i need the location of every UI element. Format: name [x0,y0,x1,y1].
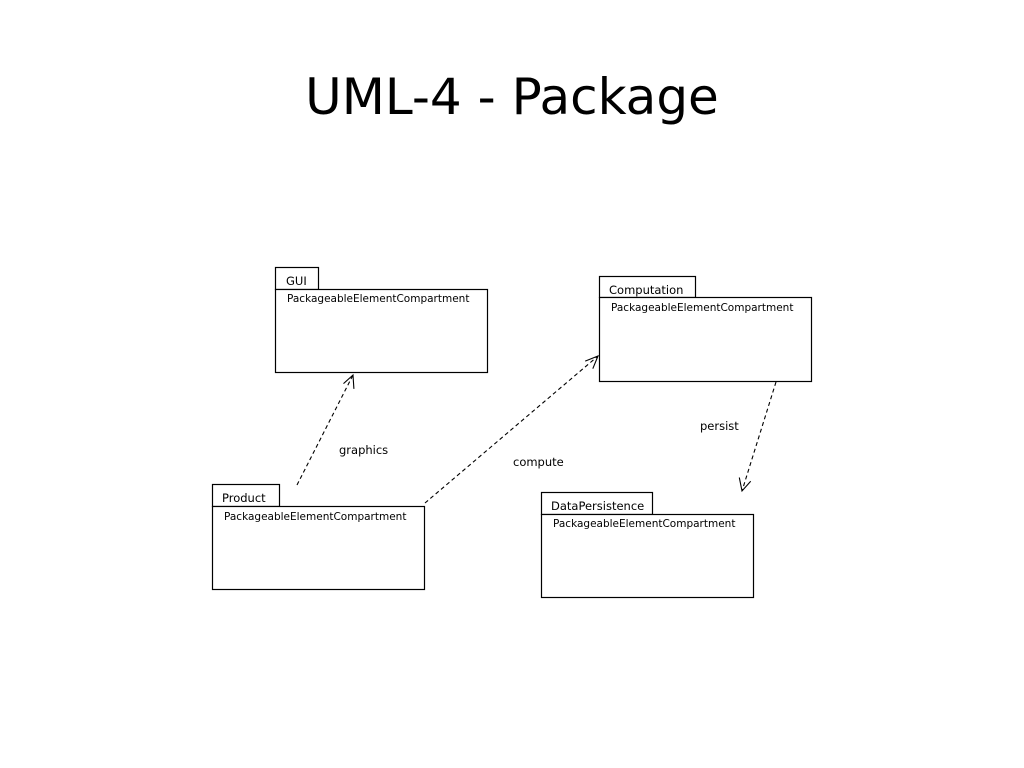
package-data-persistence-body [540,513,755,599]
package-data-persistence-name: DataPersistence [551,499,644,513]
dependency-compute-arrowhead [584,355,599,369]
package-gui-name: GUI [286,274,307,288]
package-computation-compartment: PackageableElementCompartment [611,302,793,314]
package-gui-compartment: PackageableElementCompartment [287,293,469,305]
package-data-persistence-compartment: PackageableElementCompartment [553,518,735,530]
dependency-compute-label: compute [513,455,564,469]
slide-title: UML-4 - Package [305,68,719,126]
dependency-persist[interactable]: persist [700,381,777,493]
package-product-compartment: PackageableElementCompartment [224,511,406,523]
dependency-graphics-arrowhead [343,373,355,389]
dependency-persist-line [741,381,777,492]
dependency-graphics[interactable]: graphics [296,373,388,486]
dependency-persist-arrowhead [738,477,752,493]
dependency-compute-line [424,355,599,504]
package-computation-name: Computation [609,283,683,297]
package-product-body [211,505,426,591]
package-computation[interactable]: Computation PackageableElementCompartmen… [598,275,813,383]
package-computation-body [598,296,813,383]
dependency-persist-label: persist [700,419,739,433]
package-product-name: Product [222,491,266,505]
package-gui[interactable]: GUI PackageableElementCompartment [274,266,489,374]
package-data-persistence[interactable]: DataPersistence PackageableElementCompar… [540,491,755,599]
dependency-graphics-label: graphics [339,443,388,457]
package-product[interactable]: Product PackageableElementCompartment [211,483,426,591]
package-gui-body [274,288,489,374]
dependency-compute[interactable]: compute [424,355,599,504]
dependency-graphics-line [296,374,354,486]
